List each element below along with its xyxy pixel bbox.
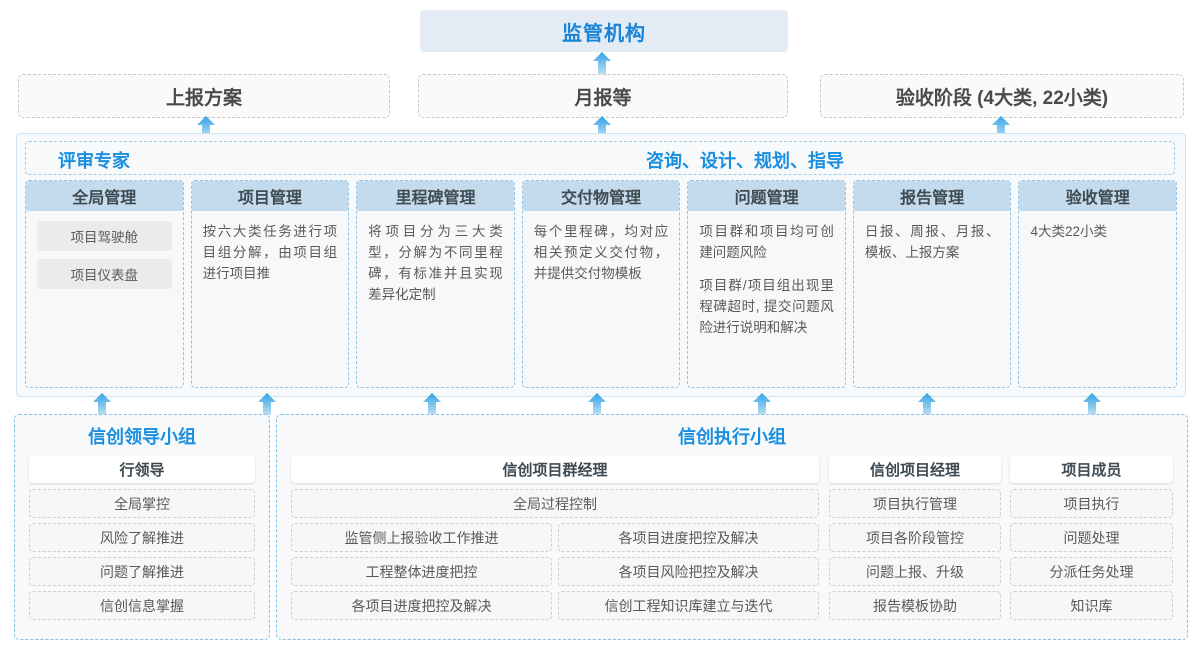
capability-card-text: 4大类22小类 [1030,224,1107,239]
leadership-duty-chip[interactable]: 全局掌控 [29,489,255,518]
arrow-up-to-card-7-icon [1082,393,1102,415]
authority-label: 监管机构 [562,22,646,45]
capability-card[interactable]: 交付物管理 每个里程碑，均对应相关预定义交付物，并提供交付物模板 [521,180,681,388]
report-box-plan-label: 上报方案 [165,87,242,109]
leadership-group: 信创领导小组 行领导 全局掌控 风险了解推进 问题了解推进 信创信息掌握 [14,414,270,640]
capability-card-title: 全局管理 [26,181,183,211]
project-members-duty-chip[interactable]: 项目执行 [1010,489,1173,518]
capability-card-body: 项目驾驶舱 项目仪表盘 [26,211,183,387]
capability-card-title: 报告管理 [853,181,1011,211]
capability-card-body: 4大类22小类 [1019,211,1176,387]
program-manager-duty-chip[interactable]: 全局过程控制 [291,489,819,518]
program-manager-left-duties: 监管侧上报验收工作推进 工程整体进度把控 各项目进度把控及解决 [291,523,552,625]
project-manager-duty-chip[interactable]: 项目各阶段管控 [829,523,1001,552]
program-manager-duty-chip[interactable]: 各项目进度把控及解决 [291,591,552,620]
program-manager-right-duties: 各项目进度把控及解决 各项目风险把控及解决 信创工程知识库建立与迭代 [558,523,819,625]
capability-card-text: 项目群和项目均可创建问题风险 [699,224,834,260]
capability-card-title: 交付物管理 [522,181,680,211]
capability-card-title: 验收管理 [1019,181,1177,211]
arrow-up-to-card-5-icon [752,393,772,415]
capability-card-text: 将项目分为三大类型，分解为不同里程碑，有标准并且实现差异化定制 [368,224,503,302]
leadership-group-title: 信创领导小组 [88,427,196,447]
capability-card-body: 日报、周报、月报、模板、上报方案 [854,211,1011,387]
arrow-up-to-card-4-icon [587,393,607,415]
project-manager-column: 信创项目经理 项目执行管理 项目各阶段管控 问题上报、升级 报告模板协助 [829,455,1001,625]
consult-panel: 评审专家 咨询、设计、规划、指导 全局管理 项目驾驶舱 项目仪表盘 项目管理 按… [16,133,1186,397]
capability-card-text: 日报、周报、月报、模板、上报方案 [864,224,1000,260]
capability-card[interactable]: 问题管理 项目群和项目均可创建问题风险 项目群/项目组出现里程碑超时, 提交问题… [687,180,846,388]
capability-card[interactable]: 验收管理 4大类22小类 [1018,180,1178,388]
capability-card-title: 问题管理 [688,181,845,211]
capability-card[interactable]: 里程碑管理 将项目分为三大类型，分解为不同里程碑，有标准并且实现差异化定制 [356,180,515,388]
arrow-up-to-card-2-icon [257,393,277,415]
consult-panel-title: 咨询、设计、规划、指导 [646,151,844,171]
arrow-up-to-card-1-icon [92,393,112,415]
leadership-duty-chip[interactable]: 问题了解推进 [29,557,255,586]
project-manager-duty-chip[interactable]: 问题上报、升级 [829,557,1001,586]
capability-card[interactable]: 项目管理 按六大类任务进行项目组分解，由项目组进行项目推 [190,180,350,388]
project-manager-role: 信创项目经理 [829,455,1001,483]
project-members-duty-chip[interactable]: 知识库 [1010,591,1173,620]
capability-card-list: 全局管理 项目驾驶舱 项目仪表盘 项目管理 按六大类任务进行项目组分解，由项目组… [25,180,1178,388]
capability-card-body: 按六大类任务进行项目组分解，由项目组进行项目推 [192,211,349,387]
project-manager-duty-chip[interactable]: 项目执行管理 [829,489,1001,518]
arrow-up-to-card-6-icon [917,393,937,415]
authority-box: 监管机构 [420,10,788,52]
project-members-duty-chip[interactable]: 分派任务处理 [1010,557,1173,586]
leadership-duty-chip[interactable]: 信创信息掌握 [29,591,255,620]
program-manager-column: 信创项目群经理 全局过程控制 监管侧上报验收工作推进 工程整体进度把控 各项目进… [291,455,819,625]
arrow-up-to-authority-icon [592,52,612,74]
execution-group-title: 信创执行小组 [678,427,786,447]
arrow-up-to-report-plan-icon [196,116,216,138]
capability-card-body: 项目群和项目均可创建问题风险 项目群/项目组出现里程碑超时, 提交问题风险进行说… [688,211,845,387]
execution-group: 信创执行小组 信创项目群经理 全局过程控制 监管侧上报验收工作推进 工程整体进度… [276,414,1188,640]
capability-card-text: 按六大类任务进行项目组分解，由项目组进行项目推 [202,224,338,281]
capability-pill[interactable]: 项目仪表盘 [37,259,172,289]
review-expert-label: 评审专家 [58,151,130,171]
program-manager-duty-chip[interactable]: 各项目进度把控及解决 [558,523,819,552]
capability-card[interactable]: 全局管理 项目驾驶舱 项目仪表盘 [25,180,184,388]
program-manager-role: 信创项目群经理 [291,455,819,483]
program-manager-duty-chip[interactable]: 监管侧上报验收工作推进 [291,523,552,552]
arrow-up-to-card-3-icon [422,393,442,415]
capability-card-text: 项目群/项目组出现里程碑超时, 提交问题风险进行说明和解决 [699,278,834,335]
capability-card-title: 里程碑管理 [357,181,514,211]
arrow-up-to-report-acceptance-icon [991,116,1011,138]
report-box-acceptance-label: 验收阶段 (4大类, 22小类) [895,87,1109,109]
capability-pill[interactable]: 项目驾驶舱 [37,221,172,251]
capability-card-body: 将项目分为三大类型，分解为不同里程碑，有标准并且实现差异化定制 [357,211,514,387]
program-manager-duty-columns: 监管侧上报验收工作推进 工程整体进度把控 各项目进度把控及解决 各项目进度把控及… [291,523,819,625]
consult-panel-header: 评审专家 咨询、设计、规划、指导 [25,141,1175,175]
project-manager-duty-chip[interactable]: 报告模板协助 [829,591,1001,620]
report-row: 上报方案 月报等 验收阶段 (4大类, 22小类) [0,74,1200,118]
program-manager-duty-chip[interactable]: 各项目风险把控及解决 [558,557,819,586]
capability-card-text: 每个里程碑，均对应相关预定义交付物，并提供交付物模板 [533,224,669,281]
capability-card[interactable]: 报告管理 日报、周报、月报、模板、上报方案 [852,180,1012,388]
capability-card-title: 项目管理 [191,181,349,211]
arrow-up-to-report-monthly-icon [592,116,612,138]
project-members-column: 项目成员 项目执行 问题处理 分派任务处理 知识库 [1010,455,1173,625]
report-box-plan[interactable]: 上报方案 [18,74,390,118]
project-members-duty-chip[interactable]: 问题处理 [1010,523,1173,552]
project-members-role: 项目成员 [1010,455,1173,483]
report-box-acceptance[interactable]: 验收阶段 (4大类, 22小类) [820,74,1184,118]
leadership-duty-chip[interactable]: 风险了解推进 [29,523,255,552]
program-manager-duty-chip[interactable]: 信创工程知识库建立与迭代 [558,591,819,620]
report-box-monthly-label: 月报等 [574,87,632,109]
report-box-monthly[interactable]: 月报等 [418,74,788,118]
leadership-role: 行领导 [29,455,255,483]
org-groups: 信创领导小组 行领导 全局掌控 风险了解推进 问题了解推进 信创信息掌握 信创执… [14,414,1188,640]
program-manager-duty-chip[interactable]: 工程整体进度把控 [291,557,552,586]
capability-card-body: 每个里程碑，均对应相关预定义交付物，并提供交付物模板 [523,211,680,387]
leadership-column: 行领导 全局掌控 风险了解推进 问题了解推进 信创信息掌握 [29,455,255,625]
